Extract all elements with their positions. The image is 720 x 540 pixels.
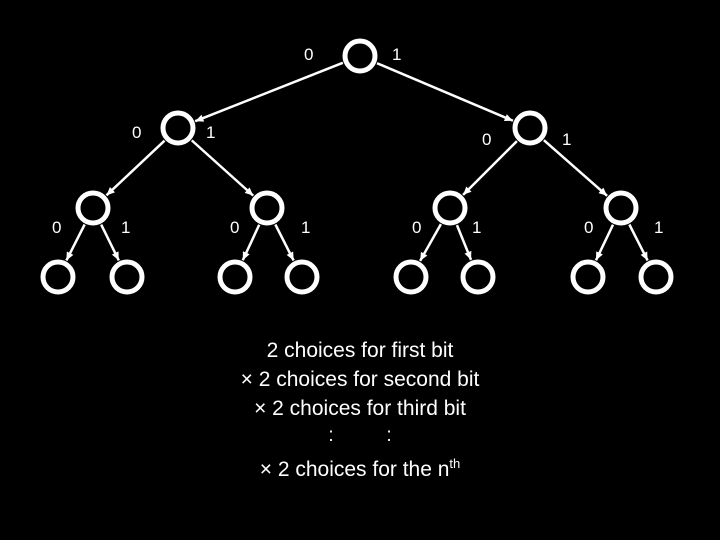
tree-edge-arrowhead <box>242 251 250 261</box>
edge-label-1: 1 <box>654 218 664 237</box>
edge-label-0: 0 <box>52 218 62 237</box>
edge-label-0: 0 <box>482 130 492 149</box>
tree-edge-arrowhead <box>503 114 513 121</box>
tree-node <box>249 190 285 226</box>
caption-line-3: × 2 choices for third bit <box>254 397 466 420</box>
tree-node <box>40 259 76 295</box>
tree-node <box>570 259 606 295</box>
edge-label-1: 1 <box>472 218 482 237</box>
edge-label-1: 1 <box>206 123 216 142</box>
tree-nodes <box>40 38 674 295</box>
edge-label-1: 1 <box>392 45 402 64</box>
edge-label-0: 0 <box>412 218 422 237</box>
tree-edge-arrowhead <box>111 251 119 261</box>
tree-edge <box>376 62 514 122</box>
tree-edge-arrowhead <box>106 187 115 196</box>
tree-edge-arrowhead <box>463 186 472 195</box>
tree-edges <box>65 61 649 262</box>
tree-node <box>460 259 496 295</box>
tree-node <box>160 110 196 146</box>
binary-tree-graphic <box>40 38 674 295</box>
edge-label-0: 0 <box>584 218 594 237</box>
caption-line-1: 2 choices for first bit <box>266 339 454 362</box>
tree-edge-arrowhead <box>464 250 472 260</box>
edge-label-1: 1 <box>562 130 572 149</box>
tree-node <box>342 38 378 74</box>
tree-edge <box>190 139 255 197</box>
edge-label-0: 0 <box>304 45 314 64</box>
tree-node <box>638 259 674 295</box>
tree-node <box>217 259 253 295</box>
tree-edge-arrowhead <box>640 251 648 261</box>
tree-edge-arrowhead <box>286 251 294 261</box>
tree-edge-arrowhead <box>195 114 205 122</box>
tree-edge <box>543 139 608 197</box>
caption-line-5: × 2 choices for the nth <box>0 449 720 484</box>
tree-edge <box>462 140 518 196</box>
tree-edge-arrowhead <box>244 187 254 196</box>
tree-node <box>109 259 145 295</box>
caption-line-5-text: × 2 choices for the n <box>259 458 450 481</box>
edge-label-1: 1 <box>301 218 311 237</box>
tree-node <box>603 190 639 226</box>
tree-edge-arrowhead <box>595 251 603 261</box>
edge-label-1: 1 <box>121 218 131 237</box>
tree-edge <box>194 61 344 123</box>
tree-node <box>393 259 429 295</box>
tree-edge <box>105 139 166 197</box>
edge-label-0: 0 <box>132 123 142 142</box>
caption-line-5-superscript: th <box>449 456 461 471</box>
tree-node <box>432 190 468 226</box>
tree-edge-arrowhead <box>420 251 428 261</box>
tree-node <box>512 110 548 146</box>
caption-ellipsis: : : <box>328 425 392 446</box>
tree-node <box>284 259 320 295</box>
tree-edge-arrowhead <box>598 187 608 196</box>
caption-block: 2 choices for first bit × 2 choices for … <box>0 336 720 484</box>
edge-label-0: 0 <box>230 218 240 237</box>
tree-edge-arrowhead <box>66 251 74 261</box>
tree-node <box>75 190 111 226</box>
caption-line-2: × 2 choices for second bit <box>240 368 480 391</box>
